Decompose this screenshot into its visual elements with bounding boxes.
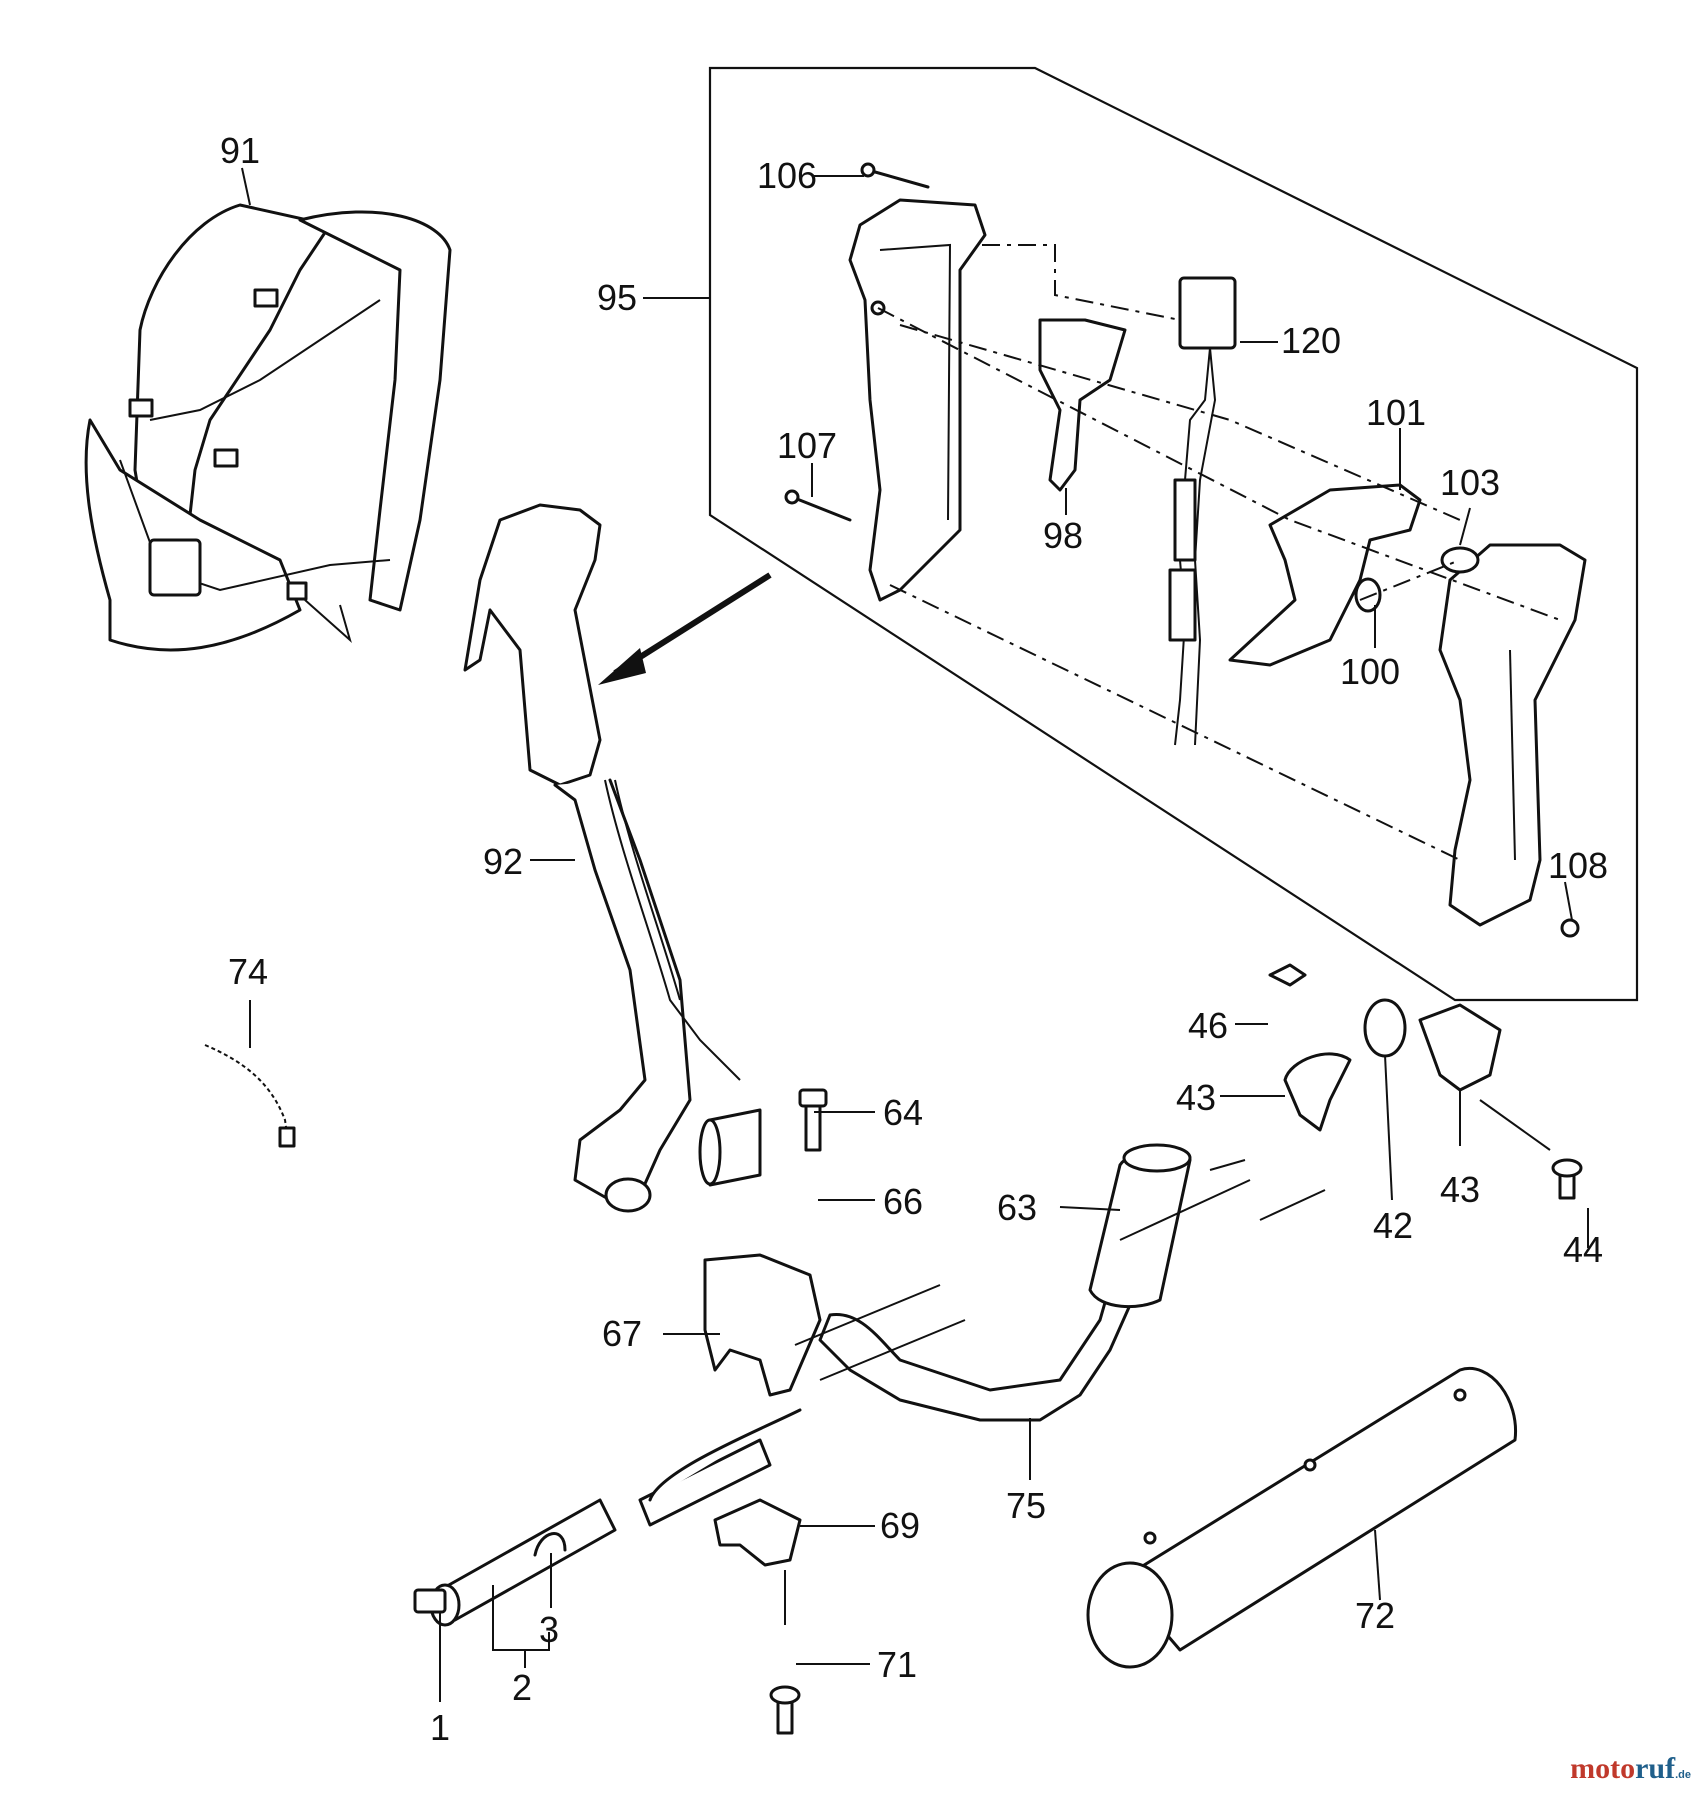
watermark-tld: .de: [1675, 1769, 1691, 1781]
callout-107: 107: [777, 425, 837, 466]
callout-103: 103: [1440, 462, 1500, 503]
callout-106: 106: [757, 155, 817, 196]
callout-2: 2: [512, 1667, 532, 1708]
harness-drawing: [84, 203, 452, 652]
callout-43-upper: 43: [1176, 1077, 1216, 1118]
callout-1: 1: [430, 1707, 450, 1748]
watermark-part1: moto: [1570, 1752, 1636, 1785]
clamp-67-drawing: [703, 1253, 822, 1397]
callout-46: 46: [1188, 1005, 1228, 1046]
trigger-drawing: [1228, 483, 1422, 667]
tube-72-drawing: [1086, 1367, 1518, 1669]
callout-66: 66: [883, 1181, 923, 1222]
callout-108: 108: [1548, 845, 1608, 886]
callout-43-lower: 43: [1440, 1169, 1480, 1210]
callout-120: 120: [1281, 320, 1341, 361]
switch-wire-drawing: [1168, 276, 1237, 746]
watermark-part2: ruf: [1635, 1752, 1676, 1785]
subassembly-frame: [708, 66, 1639, 1002]
clamp-69-71-drawing: [713, 1498, 802, 1735]
assembly-lines: [877, 244, 1561, 861]
callout-75: 75: [1006, 1485, 1046, 1526]
callout-100: 100: [1340, 651, 1400, 692]
callout-labels: 91 106 95 120 101 107 103 98 100 108 92 …: [220, 130, 1608, 1748]
leader-lines: [249, 175, 1589, 1702]
throttle-bracket-drawing: [1268, 963, 1583, 1200]
callout-98: 98: [1043, 515, 1083, 556]
small-parts-drawing: [1354, 546, 1580, 938]
callout-3: 3: [539, 1609, 559, 1650]
clamp-64-66-drawing: [698, 1088, 828, 1187]
callout-101: 101: [1366, 392, 1426, 433]
callout-74: 74: [228, 951, 268, 992]
callout-92: 92: [483, 841, 523, 882]
callout-95: 95: [597, 277, 637, 318]
handlebar-drawing: [818, 1143, 1326, 1422]
shaft-drawing: [413, 1284, 966, 1627]
callout-42: 42: [1373, 1205, 1413, 1246]
callout-71: 71: [877, 1644, 917, 1685]
callout-63: 63: [997, 1187, 1037, 1228]
grip-handle-assembly-drawing: [463, 503, 741, 1213]
screws-drawing: [784, 162, 930, 522]
direction-arrow: [598, 572, 772, 685]
throttle-lever-drawing: [1038, 318, 1127, 492]
callout-44: 44: [1563, 1229, 1603, 1270]
site-watermark: motoruf.de: [1570, 1752, 1691, 1786]
chain-drawing: [204, 1044, 296, 1148]
callout-69: 69: [880, 1505, 920, 1546]
callout-64: 64: [883, 1092, 923, 1133]
handle-housing-drawing: [848, 198, 987, 602]
callout-67: 67: [602, 1313, 642, 1354]
callout-72: 72: [1355, 1595, 1395, 1636]
callout-91: 91: [220, 130, 260, 171]
handle-cover-drawing: [1438, 543, 1587, 927]
